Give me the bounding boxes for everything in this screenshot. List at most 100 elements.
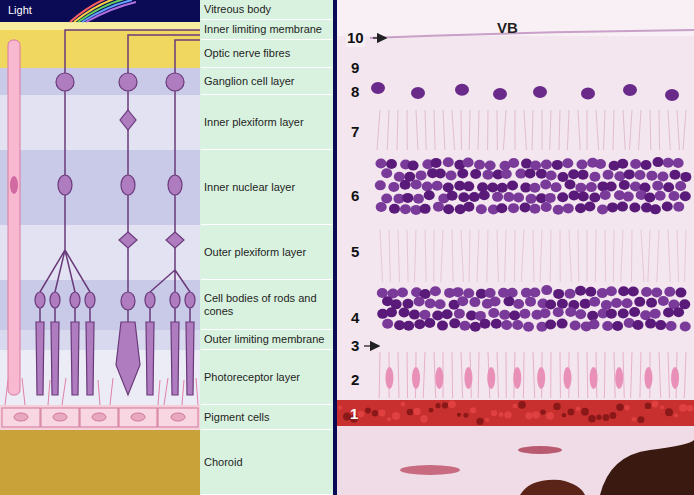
histology-texture	[457, 413, 461, 417]
histology-texture	[409, 310, 420, 320]
histology-texture	[553, 307, 564, 317]
histology-texture	[578, 191, 589, 201]
histology-texture	[532, 411, 539, 418]
histology-texture	[452, 352, 454, 398]
histology-texture	[541, 159, 552, 169]
histology-texture	[476, 204, 487, 214]
histology-texture	[401, 402, 406, 407]
histology-texture	[469, 192, 480, 202]
histology-texture	[663, 158, 674, 168]
layer-name: Inner plexiform layer	[204, 116, 304, 129]
histology-texture	[650, 110, 652, 150]
histology-texture	[457, 296, 468, 306]
histology-texture	[408, 161, 419, 171]
histology-texture	[581, 88, 595, 100]
layer-name: Optic nerve fibres	[204, 47, 290, 60]
histology-texture	[491, 410, 497, 416]
layer-name: Vitreous body	[204, 3, 271, 16]
histology-texture	[640, 352, 641, 398]
histology-texture	[434, 110, 435, 150]
histology-texture	[479, 190, 490, 200]
histology-texture	[435, 403, 440, 408]
histology-texture	[606, 286, 617, 296]
layer-name: Cell bodies of rods and cones	[204, 292, 329, 318]
histology-texture	[611, 298, 622, 308]
callout-number: 8	[350, 84, 360, 101]
histology-texture	[432, 181, 443, 191]
histology-texture	[503, 192, 514, 202]
muller-cell	[8, 40, 20, 395]
histology-texture	[520, 203, 531, 213]
histology-texture	[524, 110, 526, 150]
histology-texture	[614, 171, 625, 181]
histology-texture	[644, 367, 652, 389]
histology-texture	[375, 180, 386, 190]
histology-texture	[578, 170, 589, 180]
histology-texture	[422, 182, 433, 192]
histology-texture	[665, 89, 679, 101]
histology-texture	[617, 159, 628, 169]
histology-texture	[497, 352, 499, 398]
histology-texture	[659, 110, 661, 150]
histology-texture	[497, 110, 498, 150]
histology-texture	[402, 193, 413, 203]
histology-texture	[424, 318, 435, 328]
histology-texture	[590, 367, 598, 389]
histology-texture	[613, 230, 615, 282]
histology-texture	[403, 321, 414, 331]
histology-texture	[376, 202, 387, 212]
histology-texture	[589, 193, 600, 203]
histology-texture	[463, 413, 468, 418]
histology-texture	[485, 418, 489, 422]
histology-texture	[425, 298, 436, 308]
histology-texture	[343, 413, 351, 421]
layer-name: Inner nuclear layer	[204, 181, 295, 194]
histology-texture	[619, 180, 630, 190]
histology-texture	[550, 110, 551, 150]
histology-texture	[596, 415, 601, 420]
histology-texture	[375, 158, 386, 168]
histology-texture	[457, 169, 468, 179]
histology-texture	[338, 406, 342, 410]
histology-texture	[400, 204, 411, 214]
histology-texture	[525, 297, 536, 307]
histology-texture	[537, 367, 545, 389]
leader-arrows	[364, 38, 386, 346]
histology-texture	[542, 110, 543, 150]
histology-texture	[497, 183, 508, 193]
histology-texture	[545, 300, 556, 310]
label-column	[200, 0, 333, 495]
histology-texture	[508, 203, 519, 213]
histology-texture	[553, 205, 564, 215]
histology-texture	[430, 286, 441, 296]
layer-label-band: Inner limiting membrane	[201, 20, 332, 40]
histology-texture	[501, 169, 512, 179]
histology-texture	[443, 204, 454, 214]
histology-texture	[513, 404, 518, 409]
histology-texture	[655, 320, 666, 330]
histology-texture	[519, 309, 530, 319]
histology-texture	[407, 110, 408, 150]
histology-texture	[389, 204, 400, 214]
layer-label-band: Outer limiting membrane	[201, 330, 332, 350]
histology-texture	[513, 299, 524, 309]
histology-texture	[587, 230, 588, 282]
histology-texture	[586, 182, 597, 192]
histology-texture	[587, 311, 598, 321]
histology-texture	[458, 192, 469, 202]
histology-texture	[397, 110, 398, 150]
histology-texture	[389, 230, 390, 282]
histology-texture	[447, 191, 458, 201]
callout-number: 1	[350, 406, 358, 423]
histology-texture	[662, 201, 673, 211]
histology-texture	[551, 182, 562, 192]
histology-texture	[658, 296, 669, 306]
histology-texture	[565, 307, 576, 317]
histology-texture	[536, 169, 547, 179]
histology-texture	[477, 230, 479, 282]
histology-texture	[496, 203, 507, 213]
neuron-cells	[35, 73, 195, 395]
histology-texture	[469, 230, 471, 282]
histology-texture	[589, 172, 600, 182]
